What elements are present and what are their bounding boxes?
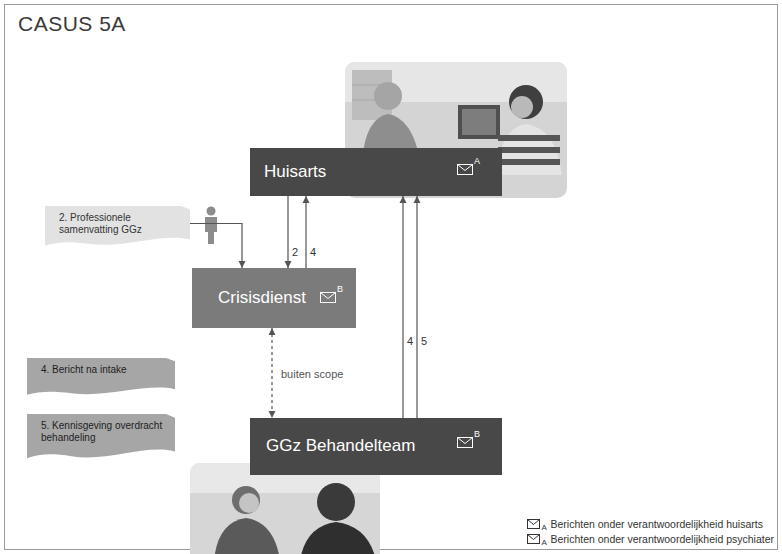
envelope-flap bbox=[528, 519, 540, 524]
photo-therapy bbox=[190, 463, 380, 554]
connector-arrow bbox=[416, 196, 417, 418]
superscript-letter: A bbox=[541, 523, 546, 532]
superscript-letter: A bbox=[474, 157, 480, 166]
process-box: GGz Behandelteam bbox=[250, 418, 502, 475]
document-fill bbox=[27, 358, 175, 395]
envelope-flap bbox=[528, 534, 540, 539]
superscript-letter: B bbox=[474, 430, 480, 439]
envelope-icon bbox=[458, 438, 473, 448]
document-fill bbox=[27, 414, 175, 458]
diagram-title: CASUS 5A bbox=[18, 12, 126, 35]
legend-superscript-slot: A bbox=[540, 516, 548, 534]
connector-arrow bbox=[190, 224, 242, 269]
document-shape: 2. Professionele samenvatting GGz bbox=[45, 206, 190, 249]
legend: A Berichten onder verantwoordelijkheid hu… bbox=[527, 516, 774, 546]
legend-superscript-slot: A bbox=[540, 531, 548, 549]
document-shape: 5. Kennisgeving overdracht behandeling bbox=[27, 414, 175, 462]
process-box: Crisisdienst bbox=[192, 268, 356, 328]
scope-label: buiten scope bbox=[279, 367, 345, 381]
message-number: 4 bbox=[310, 246, 316, 258]
envelope-outline bbox=[528, 519, 540, 528]
connector-arrow bbox=[287, 196, 288, 268]
superscript-letter: A bbox=[541, 538, 546, 547]
envelope-symbol bbox=[527, 534, 540, 544]
envelope-symbol bbox=[527, 519, 540, 529]
box-text: Huisarts bbox=[264, 162, 462, 182]
message-number: 4 bbox=[407, 335, 413, 347]
envelope-outline bbox=[528, 534, 540, 543]
message-number: 2 bbox=[292, 246, 298, 258]
envelope-icon bbox=[458, 165, 473, 175]
superscript-letter: B bbox=[337, 285, 343, 294]
document-fill bbox=[45, 206, 190, 246]
envelope-icon bbox=[321, 293, 336, 303]
connector-arrow bbox=[305, 196, 306, 268]
legend-text: Berichten onder verantwoordelijkheid psy… bbox=[550, 533, 774, 545]
process-box: Huisarts bbox=[250, 148, 502, 196]
document-text: 2. Professionele samenvatting GGz bbox=[59, 212, 182, 235]
legend-row: A Berichten onder verantwoordelijkheid hu… bbox=[527, 516, 774, 531]
legend-text: Berichten onder verantwoordelijkheid hui… bbox=[550, 518, 762, 530]
document-text: 5. Kennisgeving overdracht behandeling bbox=[41, 420, 167, 443]
document-text: 4. Bericht na intake bbox=[41, 364, 167, 376]
connector-arrow bbox=[271, 328, 272, 418]
box-text: GGz Behandelteam bbox=[266, 436, 462, 456]
document-shape: 4. Bericht na intake bbox=[27, 358, 175, 398]
connector-arrow bbox=[402, 196, 403, 418]
message-number: 5 bbox=[421, 335, 427, 347]
box-text: Crisisdienst bbox=[218, 288, 316, 308]
frame bbox=[5, 5, 778, 550]
person-icon bbox=[205, 207, 217, 245]
legend-row: A Berichten onder verantwoordelijkheid ps… bbox=[527, 531, 774, 546]
